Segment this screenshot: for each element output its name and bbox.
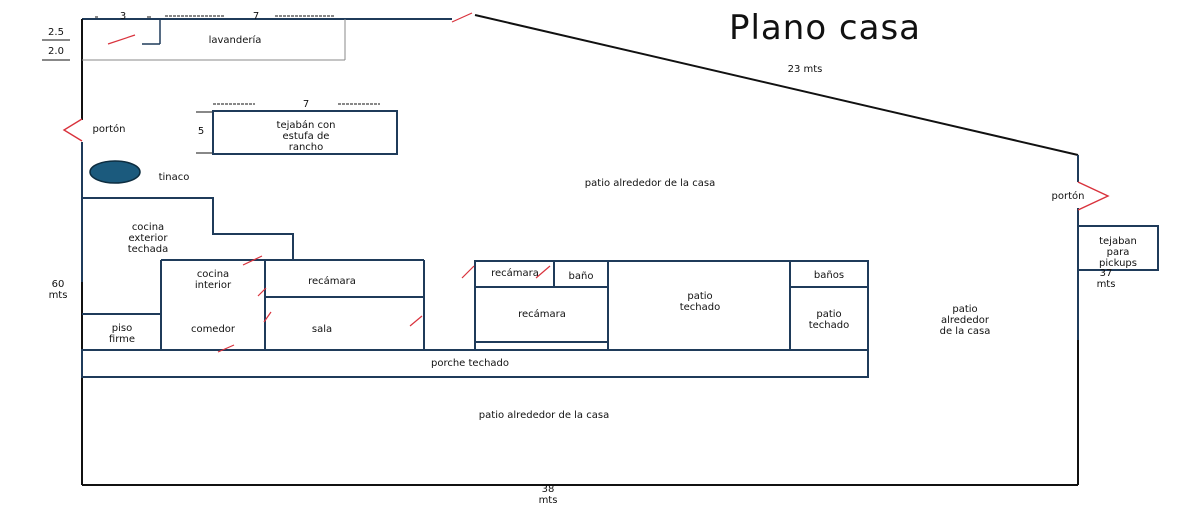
room-cocina-interior: cocina interior (194, 269, 232, 291)
dim-left-top-a: 2.5 (48, 27, 64, 38)
room-tejaban-pickups: tejaban para pickups (1098, 236, 1137, 269)
dim-diagonal: 23 mts (787, 64, 823, 75)
dim-tejaban-width: 7 (302, 99, 310, 110)
room-porche-techado: porche techado (430, 358, 510, 369)
door-swing-icons (107, 12, 551, 353)
room-tejaban-estufa: tejabán con estufa de rancho (276, 120, 336, 153)
tejaban-pickups-box (1077, 225, 1159, 271)
area-patio-top: patio alrededor de la casa (584, 178, 716, 189)
room-patio-techado-2: patio techado (808, 309, 850, 331)
label-porton-right: portón (1051, 191, 1085, 202)
door-swing-icon (461, 265, 475, 279)
gate-opening-icon (62, 118, 83, 142)
door-swing-icon (409, 315, 423, 327)
tejaban-estufa-box (212, 110, 398, 155)
dim-top-lavanderia: 7 (252, 11, 260, 22)
cocina-exterior-outline (82, 197, 294, 260)
label-tinaco: tinaco (158, 172, 190, 183)
door-swing-icon (107, 34, 136, 45)
lavanderia-block (82, 19, 346, 61)
boundary-diagonal (474, 14, 1079, 156)
room-cocina-exterior: cocina exterior techada (127, 222, 169, 255)
door-swing-icon (451, 12, 473, 23)
room-sala: sala (311, 324, 333, 335)
door-swing-icon (263, 311, 272, 323)
room-banos: baños (813, 270, 845, 281)
door-swing-icon (257, 287, 267, 297)
dim-left-top-b: 2.0 (48, 46, 64, 57)
dim-left-side: 60 mts (48, 279, 68, 301)
room-recamara-2: recámara (491, 268, 539, 279)
room-comedor: comedor (190, 324, 236, 335)
dim-right-side: 37 mts (1096, 268, 1116, 290)
dim-tejaban-height: 5 (197, 126, 205, 137)
room-recamara-3: recámara (518, 309, 566, 320)
gate-opening-icon (1077, 181, 1110, 211)
room-bano: baño (568, 271, 594, 282)
lot-boundary (81, 14, 1079, 486)
dimension-lines (42, 15, 380, 154)
door-swing-icon (242, 255, 263, 266)
door-swing-icon (535, 265, 551, 279)
water-tank-icon (89, 160, 141, 184)
porche-outline (81, 349, 869, 378)
room-patio-techado-1: patio techado (679, 291, 721, 313)
door-swing-icon (217, 344, 235, 353)
dim-bottom: 38 mts (538, 484, 558, 506)
area-patio-right: patio alrededor de la casa (939, 304, 991, 337)
room-lavanderia: lavandería (208, 35, 262, 46)
dim-top-left-small: 3 (119, 11, 127, 22)
label-porton-left: portón (92, 124, 126, 135)
house-walls (81, 197, 869, 378)
room-recamara-1: recámara (308, 276, 356, 287)
area-patio-bottom: patio alrededor de la casa (478, 410, 610, 421)
room-piso-firme: piso firme (108, 323, 136, 345)
plan-title: Plano casa (728, 8, 922, 48)
